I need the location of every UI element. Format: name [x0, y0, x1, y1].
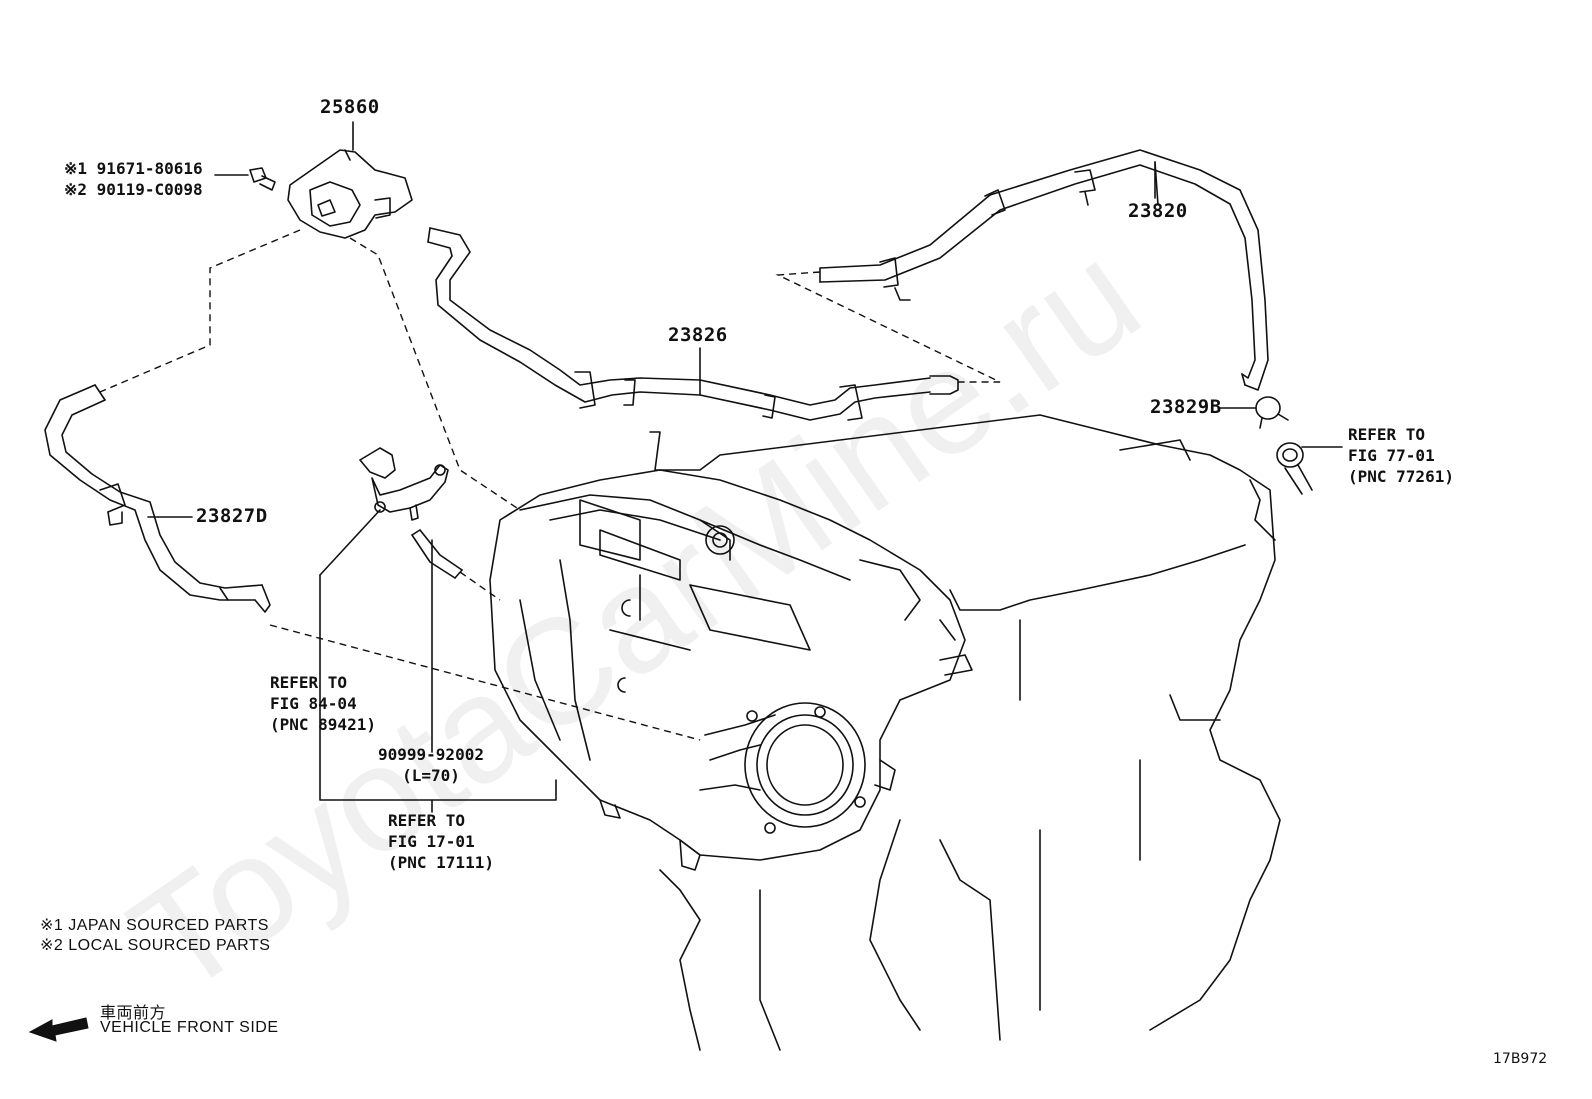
bolt-local-part[interactable]: ※2 90119-C0098	[64, 180, 203, 199]
part-number-23829b[interactable]: 23829B	[1150, 396, 1222, 418]
hose-23826	[427, 227, 959, 421]
direction-jp: 車両前方	[100, 1005, 167, 1022]
part-number-23820[interactable]: 23820	[1128, 200, 1188, 222]
bolt-icon	[214, 167, 276, 191]
part-number-25860[interactable]: 25860	[320, 96, 380, 118]
engine-block-outline	[649, 414, 1281, 1051]
ref-line3: (PNC 17111)	[388, 853, 494, 872]
small-hose-part[interactable]: 90999-92002	[378, 745, 484, 764]
hose-23820	[819, 149, 1269, 391]
legend-japan: ※1 JAPAN SOURCED PARTS	[40, 917, 269, 934]
hose-23827d	[44, 384, 271, 613]
part-number-23826[interactable]: 23826	[668, 324, 728, 346]
ref-line2: FIG 77-01	[1348, 446, 1435, 465]
ref-line3: (PNC 89421)	[270, 715, 376, 734]
figure-id: 17B972	[1493, 1051, 1548, 1067]
bolt-part-numbers: ※1 91671-80616 ※2 90119-C0098	[64, 158, 203, 200]
ref-line2: FIG 17-01	[388, 832, 475, 851]
fitting-icon	[1276, 442, 1313, 495]
leader-lines	[147, 121, 1343, 813]
small-hose	[411, 529, 463, 579]
small-hose-length: (L=70)	[402, 766, 460, 785]
ref-line3: (PNC 77261)	[1348, 467, 1454, 486]
clamp-icon	[1255, 396, 1289, 429]
direction-en: VEHICLE FRONT SIDE	[100, 1019, 279, 1036]
part-number-23827d[interactable]: 23827D	[196, 505, 268, 527]
pressure-sensor	[359, 447, 449, 521]
ref-fig-77-01[interactable]: REFER TO FIG 77-01 (PNC 77261)	[1348, 424, 1454, 487]
legend-local: ※2 LOCAL SOURCED PARTS	[40, 937, 271, 954]
ref-line1: REFER TO	[270, 673, 348, 692]
dashed-connectors	[99, 229, 1001, 741]
small-hose-label: 90999-92002 (L=70)	[378, 744, 484, 786]
ref-fig-17-01[interactable]: REFER TO FIG 17-01 (PNC 17111)	[388, 810, 494, 873]
ref-line1: REFER TO	[1348, 425, 1426, 444]
bolt-japan-part[interactable]: ※1 91671-80616	[64, 159, 203, 178]
ref-line2: FIG 84-04	[270, 694, 357, 713]
vsv-valve	[287, 149, 413, 239]
ref-fig-84-04[interactable]: REFER TO FIG 84-04 (PNC 89421)	[270, 672, 376, 735]
arrow-left-icon	[28, 1017, 89, 1042]
intake-manifold	[489, 469, 973, 871]
ref-line1: REFER TO	[388, 811, 466, 830]
